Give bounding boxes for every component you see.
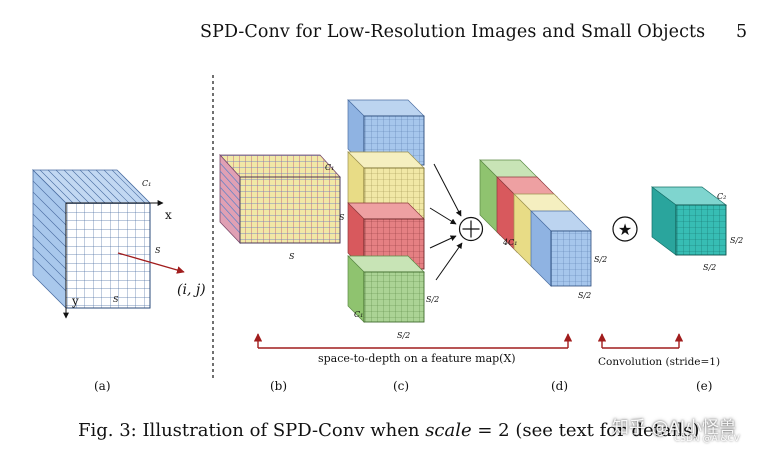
watermark-sub: CSDN @AI&CV: [674, 434, 740, 444]
caption-suffix: (see text for details): [509, 420, 700, 441]
space-to-depth-label: space-to-depth on a feature map(X): [318, 352, 516, 365]
space-to-depth-bracket: [253, 333, 573, 349]
panel-a-cube: [32, 169, 151, 309]
panel-b-cube: [219, 153, 341, 244]
tag-d: (d): [551, 379, 568, 393]
concat-plus-icon: [462, 220, 480, 238]
tag-b: (b): [270, 379, 287, 393]
panel-b-s-bottom: S: [289, 252, 295, 261]
panel-a-s-side: S: [155, 246, 161, 255]
panel-b-s-side: S: [339, 213, 345, 222]
panel-d-c-label: 4C₁: [502, 238, 517, 247]
arrow-red-to-concat: [429, 235, 457, 249]
panel-a-s-bottom: S: [113, 295, 119, 304]
caption-math-var: scale: [425, 420, 472, 441]
conv-star-icon: ★: [618, 220, 632, 239]
panel-c-s-side: S/2: [426, 295, 439, 304]
panel-d-s-side: S/2: [594, 255, 607, 264]
panel-c-green-submap: [347, 255, 425, 323]
panel-d-stack: [479, 159, 592, 287]
arrow-blue-to-concat: [433, 163, 462, 217]
conv-operator: [612, 216, 638, 242]
point-label: (i, j): [177, 282, 206, 298]
panel-d-s-bottom: S/2: [578, 291, 591, 300]
panel-c-s-bottom: S/2: [397, 331, 410, 340]
panel-e-c-label: C₂: [717, 192, 726, 201]
panel-e-s-bottom: S/2: [703, 263, 716, 272]
running-title: SPD-Conv for Low-Resolution Images and S…: [200, 22, 706, 42]
tag-e: (e): [696, 379, 712, 393]
panel-e-s-side: S/2: [730, 236, 743, 245]
page-number: 5: [736, 22, 748, 42]
y-axis-label: y: [71, 294, 79, 308]
panel-c-c-label: C₁: [354, 310, 363, 319]
figure-caption: Fig. 3: Illustration of SPD-Conv when sc…: [78, 420, 699, 441]
caption-math-rest: = 2: [471, 420, 510, 441]
panel-e-cube: [650, 186, 728, 256]
convolution-label: Convolution (stride=1): [598, 356, 720, 368]
tag-c: (c): [393, 379, 409, 393]
pixel-arrow: [117, 252, 185, 274]
convolution-bracket: [597, 333, 684, 349]
caption-prefix: Fig. 3: Illustration of SPD-Conv when: [78, 420, 426, 441]
arrow-green-to-concat: [435, 242, 463, 281]
x-axis-label: x: [165, 208, 172, 222]
watermark: 知乎 @AI小怪兽: [612, 418, 737, 438]
panel-a-c-label: C₁: [142, 179, 151, 188]
panel-b-c-label: C₁: [325, 163, 334, 172]
arrow-yellow-to-concat: [429, 207, 457, 225]
tag-a: (a): [94, 379, 111, 393]
